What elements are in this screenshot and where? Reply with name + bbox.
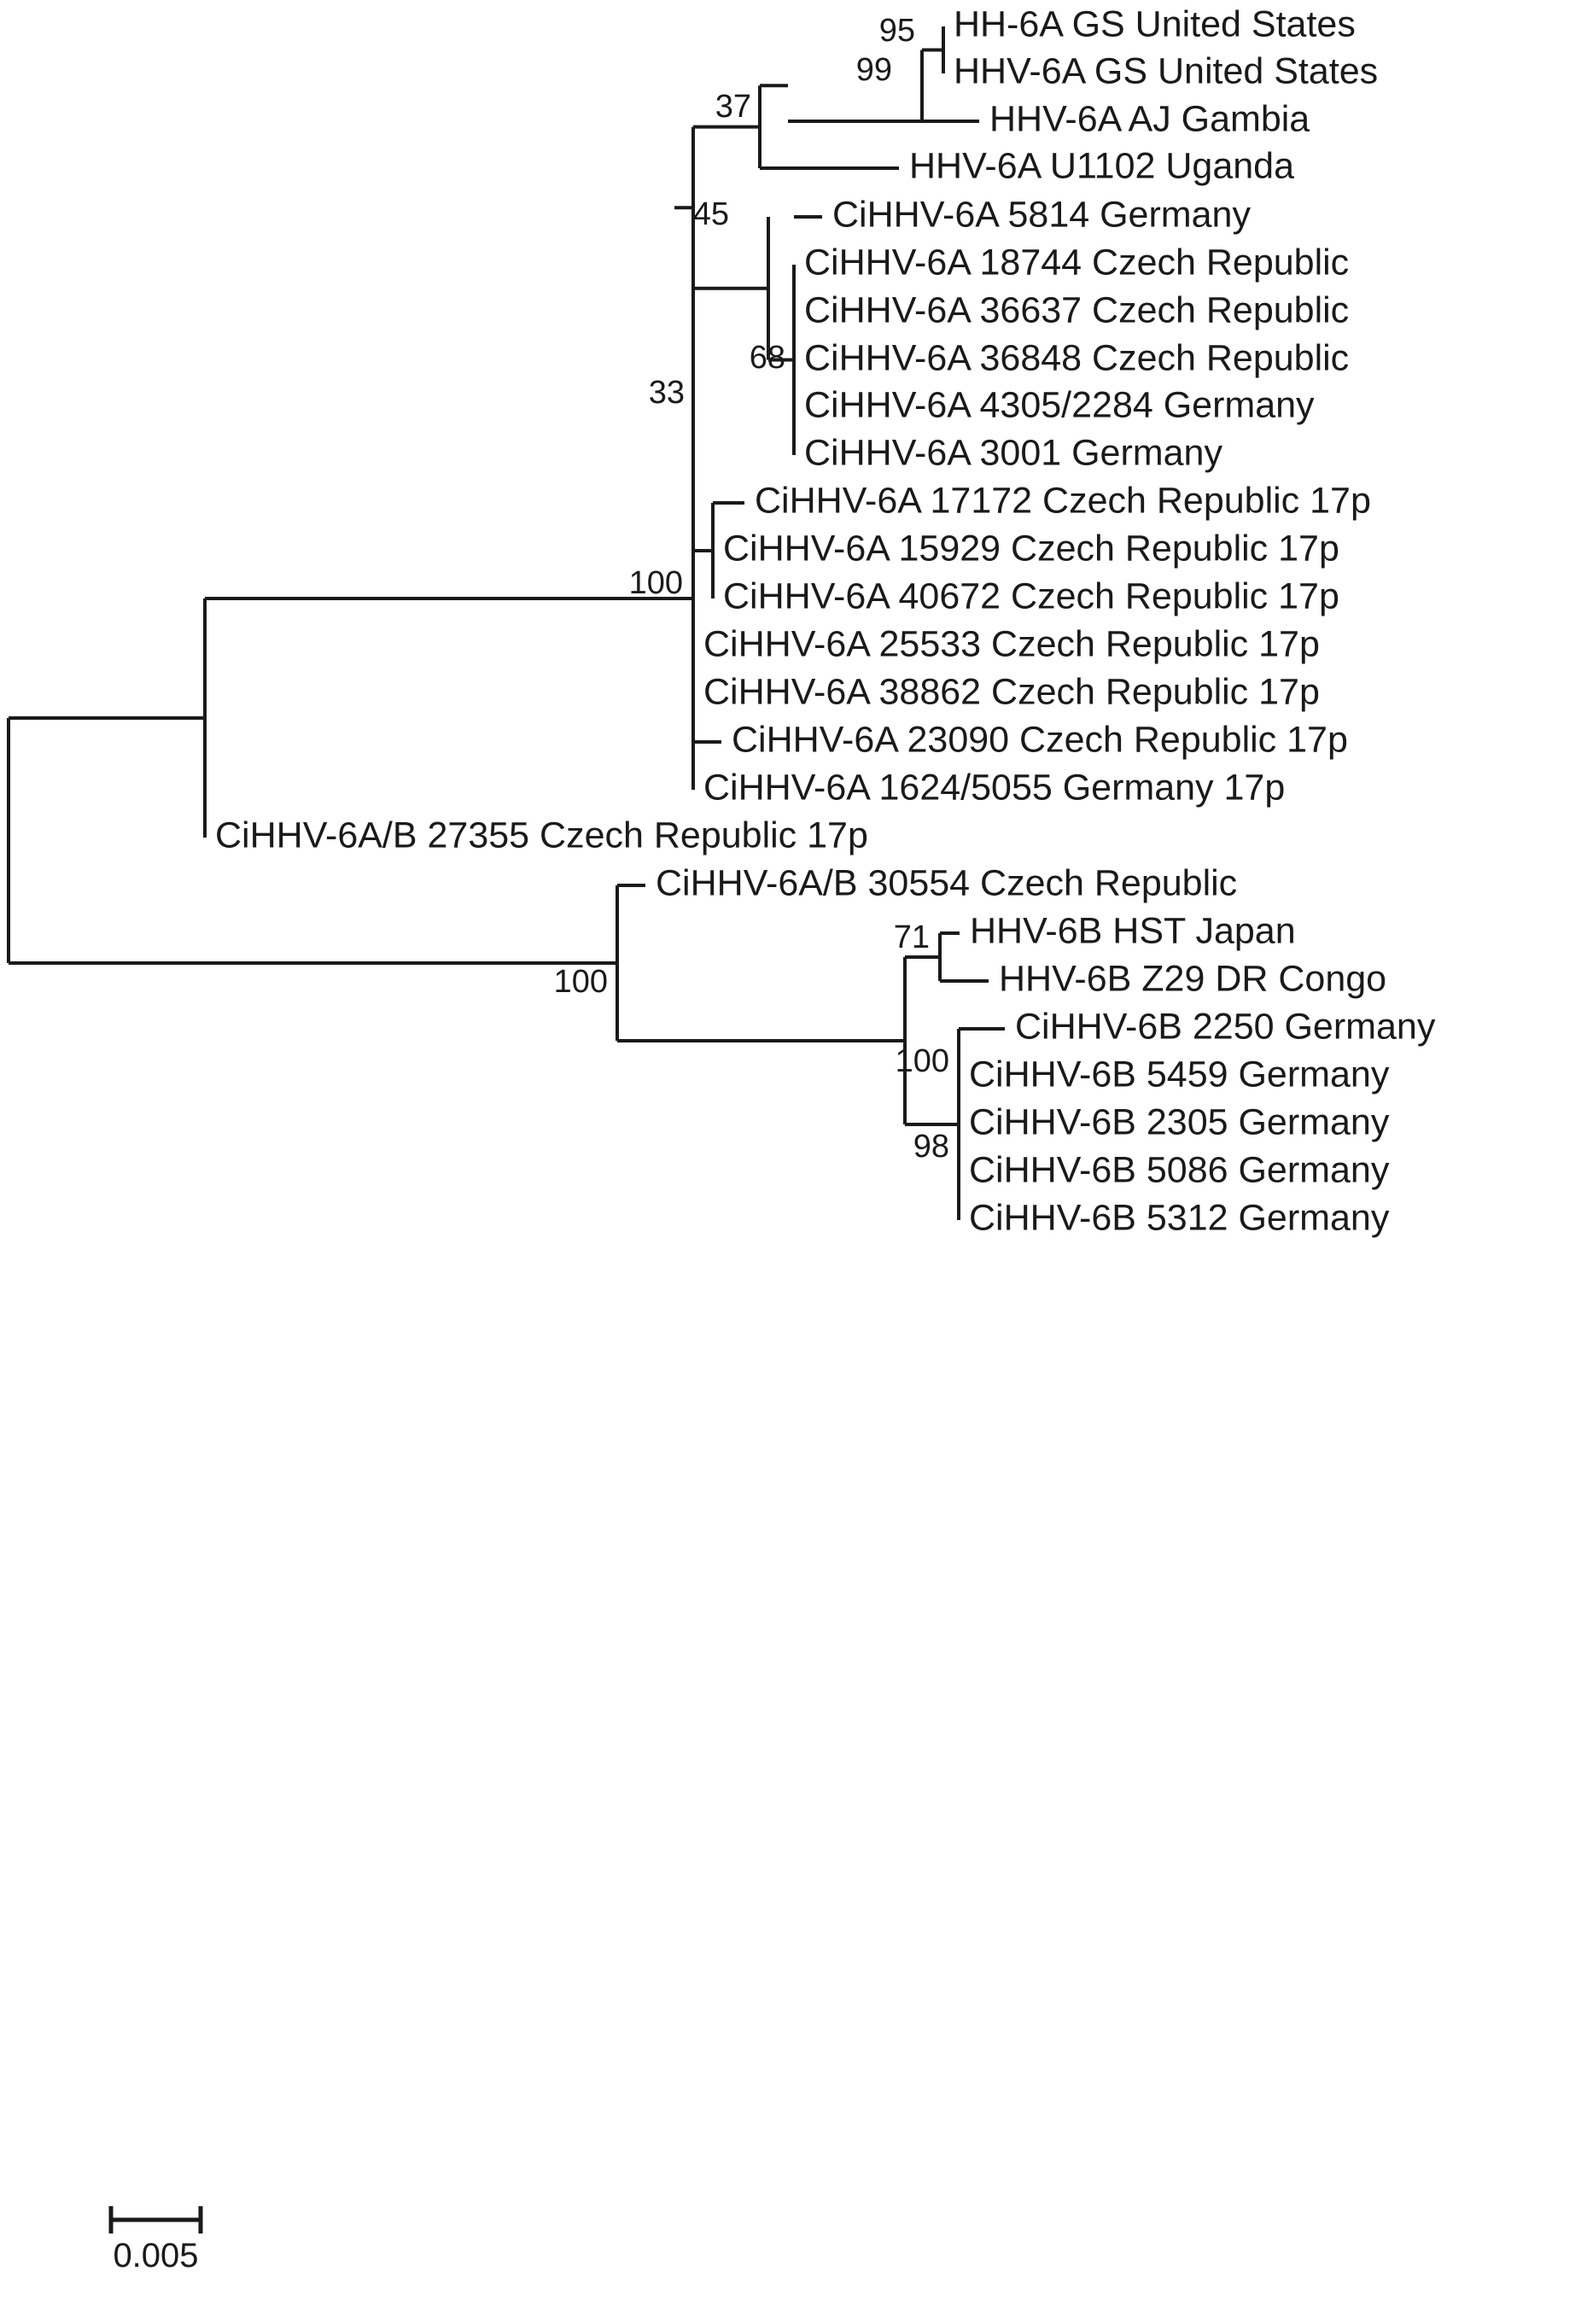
bootstrap-value-b100c: 100 (896, 1043, 949, 1079)
taxon-label-t21: HHV-6B Z29 DR Congo (999, 958, 1386, 999)
taxon-label-t5: CiHHV-6A 5814 Germany (832, 194, 1251, 235)
taxon-label-t6: CiHHV-6A 18744 Czech Republic (804, 242, 1349, 283)
bootstrap-value-b33: 33 (649, 375, 685, 411)
taxon-label-t19: CiHHV-6A/B 30554 Czech Republic (656, 862, 1237, 903)
bootstrap-value-b100a: 100 (629, 565, 683, 601)
taxon-label-t26: CiHHV-6B 5312 Germany (969, 1197, 1390, 1238)
taxon-label-t24: CiHHV-6B 2305 Germany (969, 1101, 1390, 1142)
taxon-label-t22: CiHHV-6B 2250 Germany (1015, 1006, 1436, 1047)
taxon-label-t2: HHV-6A GS United States (954, 50, 1378, 91)
taxon-label-t1: HH-6A GS United States (954, 3, 1356, 44)
taxon-label-t12: CiHHV-6A 15929 Czech Republic 17p (723, 528, 1339, 569)
bootstrap-value-b71: 71 (894, 920, 930, 955)
bootstrap-value-b95: 95 (879, 13, 915, 49)
taxon-label-t9: CiHHV-6A 4305/2284 Germany (804, 384, 1315, 425)
taxon-label-t4: HHV-6A U1102 Uganda (909, 145, 1294, 186)
scale-bar-line (108, 2206, 203, 2233)
branch-lines (7, 26, 1005, 1220)
bootstrap-value-b45: 45 (693, 196, 729, 232)
taxon-label-t16: CiHHV-6A 23090 Czech Republic 17p (732, 719, 1348, 760)
bootstrap-value-b100b: 100 (554, 964, 608, 1000)
taxon-label-t10: CiHHV-6A 3001 Germany (804, 432, 1222, 473)
taxon-label-t23: CiHHV-6B 5459 Germany (969, 1054, 1390, 1095)
taxon-label-t15: CiHHV-6A 38862 Czech Republic 17p (703, 671, 1320, 712)
taxon-label-t3: HHV-6A AJ Gambia (989, 98, 1310, 139)
scale-bar-label: 0.005 (113, 2237, 198, 2274)
taxon-label-t8: CiHHV-6A 36848 Czech Republic (804, 337, 1349, 378)
taxon-label-t20: HHV-6B HST Japan (970, 910, 1296, 951)
bootstrap-value-b37: 37 (715, 89, 751, 125)
taxon-label-t11: CiHHV-6A 17172 Czech Republic 17p (755, 480, 1371, 521)
bootstrap-value-b68: 68 (750, 340, 785, 376)
taxon-label-t17: CiHHV-6A 1624/5055 Germany 17p (703, 767, 1285, 808)
scale-bar: 0.005 (108, 2206, 203, 2274)
taxon-label-t25: CiHHV-6B 5086 Germany (969, 1149, 1390, 1190)
taxon-label-t13: CiHHV-6A 40672 Czech Republic 17p (723, 575, 1339, 616)
bootstrap-value-b98: 98 (913, 1129, 949, 1165)
taxon-label-t14: CiHHV-6A 25533 Czech Republic 17p (703, 623, 1320, 664)
bootstrap-value-b99: 99 (856, 52, 892, 88)
taxon-label-t7: CiHHV-6A 36637 Czech Republic (804, 289, 1349, 330)
taxon-label-t18: CiHHV-6A/B 27355 Czech Republic 17p (215, 815, 868, 855)
